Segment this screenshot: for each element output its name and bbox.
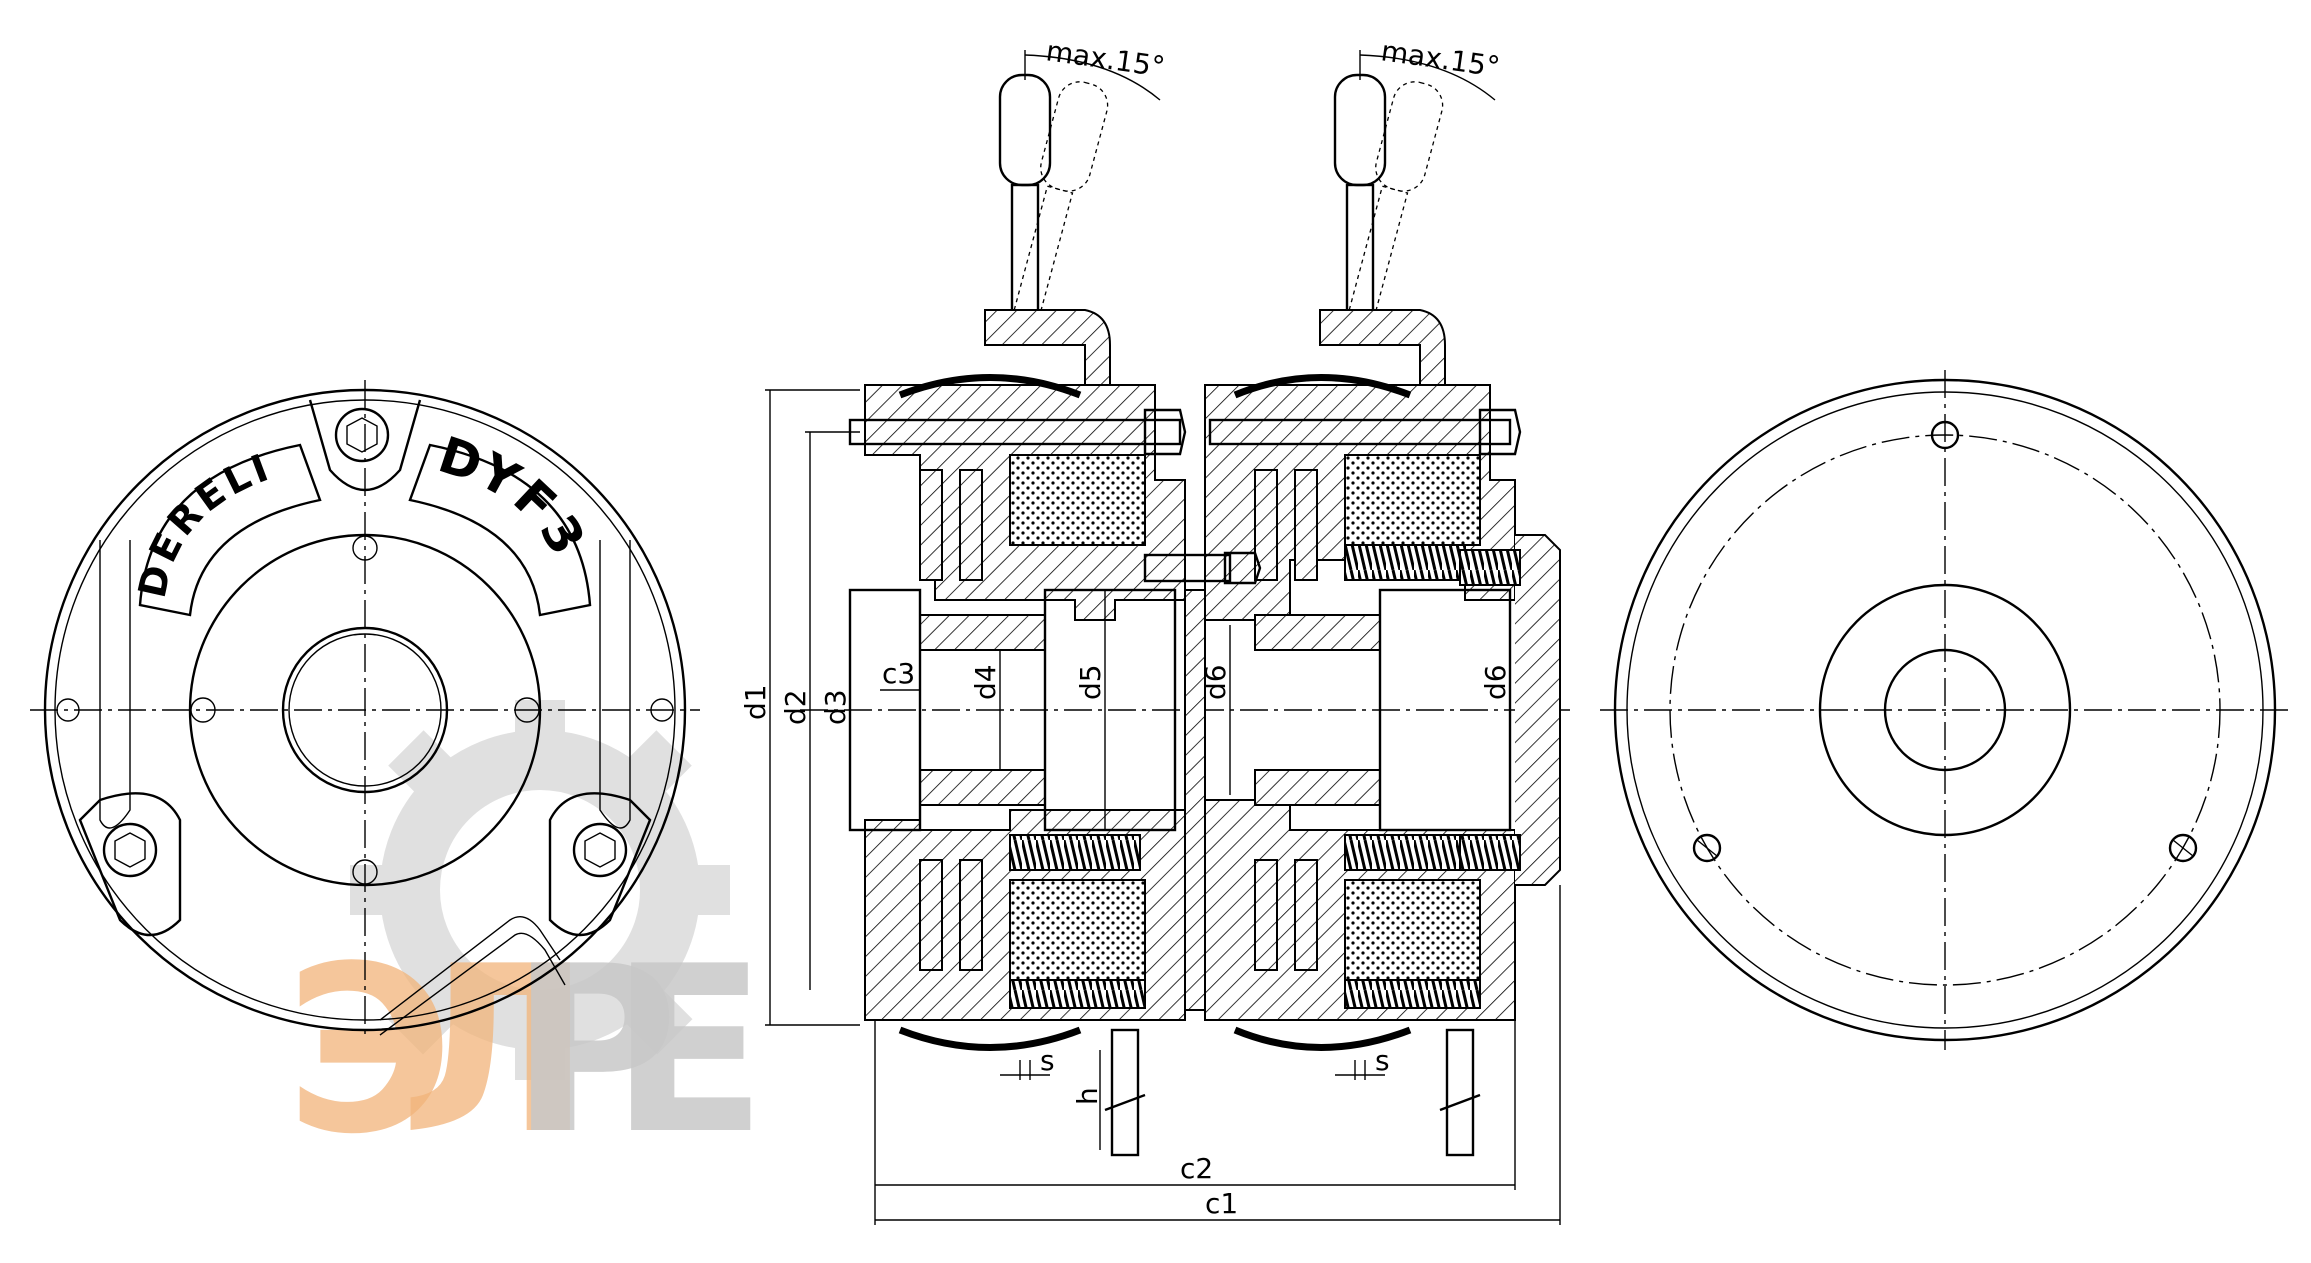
left-friction-disc2-lower xyxy=(959,859,983,971)
left-spring-lower-2 xyxy=(1009,979,1146,1009)
right-lever-arc xyxy=(1359,54,1496,101)
lower-left-bolt-circle xyxy=(102,822,158,878)
right-friction-disc2-lower xyxy=(1294,859,1318,971)
left-lever-arc xyxy=(1024,54,1161,101)
bottom-ridge-2 xyxy=(379,932,566,1036)
left-hub-lower xyxy=(919,769,1046,806)
left-lever-handle xyxy=(998,73,1052,187)
left-seal-bottom xyxy=(898,1026,1082,1051)
dim-d2: d2 xyxy=(779,689,812,725)
bottom-ridge xyxy=(379,916,561,1021)
dimension-lines: d1 d2 d3 c3 d4 d5 d6 d6 xyxy=(739,389,1561,1225)
brand-plaque xyxy=(138,443,322,617)
model-text: DYF3 xyxy=(432,426,598,568)
left-lever-mount xyxy=(984,309,1111,386)
right-coil-upper xyxy=(1344,454,1481,546)
right-stud-upper xyxy=(1459,549,1521,586)
right-spring-lower xyxy=(1344,834,1466,871)
right-lever-mount xyxy=(1319,309,1446,386)
left-friction-disc-lower xyxy=(919,859,943,971)
right-cable xyxy=(1445,1028,1475,1157)
rear-hole-lower-right xyxy=(2168,833,2198,863)
left-friction-disc2-upper xyxy=(959,469,983,581)
dim-d6-left: d6 xyxy=(1199,664,1232,700)
top-bolt-hex-icon xyxy=(346,417,378,453)
lower-right-bolt-circle xyxy=(572,822,628,878)
left-brake-unit: max.15° xyxy=(848,34,1187,1157)
dim-d1: d1 xyxy=(739,684,772,720)
right-lever-stem xyxy=(1345,183,1375,317)
dim-s-right: s xyxy=(1375,1044,1390,1077)
left-spring-lower xyxy=(1009,834,1141,871)
right-bolt xyxy=(1208,418,1512,446)
right-hub-upper xyxy=(1254,614,1381,651)
dim-c2: c2 xyxy=(1180,1152,1213,1185)
left-lever-stem xyxy=(1010,183,1040,317)
lower-left-boss xyxy=(78,792,182,937)
dim-c1: c1 xyxy=(1205,1187,1238,1220)
left-friction-disc-upper xyxy=(919,469,943,581)
right-groove xyxy=(599,540,631,829)
right-friction-disc2-upper xyxy=(1294,469,1318,581)
right-hub-lower xyxy=(1254,769,1381,806)
lower-left-bolt-hex-icon xyxy=(114,832,146,868)
center-connecting-screw xyxy=(1143,553,1232,583)
right-stud-lower xyxy=(1459,834,1521,871)
section-view: max.15° xyxy=(739,34,1570,1225)
dim-d3: d3 xyxy=(819,689,852,725)
right-bolt-head xyxy=(1478,408,1522,456)
dim-c3: c3 xyxy=(882,657,915,690)
center-coupling xyxy=(1184,589,1206,1011)
right-friction-disc-lower xyxy=(1254,859,1278,971)
dim-d4: d4 xyxy=(969,664,1002,700)
model-plaque xyxy=(408,443,592,617)
rear-view xyxy=(1600,370,2290,1050)
left-cable xyxy=(1110,1028,1140,1157)
top-bolt-circle xyxy=(334,407,390,463)
left-coil-upper xyxy=(1009,454,1146,546)
right-spring-lower-2 xyxy=(1344,979,1481,1009)
left-angle-label: max.15° xyxy=(1044,34,1167,83)
right-spring-upper xyxy=(1344,544,1466,581)
right-friction-disc-upper xyxy=(1254,469,1278,581)
center-screw-hex-icon xyxy=(1223,551,1262,585)
dim-d5: d5 xyxy=(1074,664,1107,700)
dim-s-left: s xyxy=(1040,1044,1055,1077)
lower-right-bolt-hex-icon xyxy=(584,832,616,868)
left-coil-lower xyxy=(1009,879,1146,981)
right-lever-tilted-ghost xyxy=(1347,81,1444,320)
rear-hole-lower-left xyxy=(1692,833,1722,863)
right-lever-handle xyxy=(1333,73,1387,187)
left-groove xyxy=(99,540,131,829)
right-cable-break xyxy=(1439,1093,1481,1112)
lower-right-boss xyxy=(548,792,652,937)
watermark-logo: Э Л Р Е xyxy=(285,700,767,1185)
right-coil-lower xyxy=(1344,879,1481,981)
left-shaft xyxy=(1043,588,1177,832)
watermark-glyph-l: Л xyxy=(400,918,591,1185)
right-seal-bottom xyxy=(1233,1026,1412,1051)
left-seal-top xyxy=(898,374,1082,399)
left-lever-tilted-ghost xyxy=(1012,81,1109,320)
left-bolt-head xyxy=(1143,408,1187,456)
watermark-glyph-e: Э xyxy=(285,918,454,1185)
left-hub-upper xyxy=(919,614,1046,651)
left-cable-break xyxy=(1104,1093,1146,1112)
right-angle-label: max.15° xyxy=(1379,34,1502,83)
right-seal-top xyxy=(1233,374,1412,399)
dim-d6-right: d6 xyxy=(1479,664,1512,700)
right-end-flange xyxy=(1515,534,1561,886)
watermark-glyph-r: Р xyxy=(510,918,679,1185)
right-brake-unit: max.15° xyxy=(1204,34,1561,1157)
dim-h: h xyxy=(1071,1087,1104,1105)
watermark-glyph-ye: Е xyxy=(610,918,767,1185)
